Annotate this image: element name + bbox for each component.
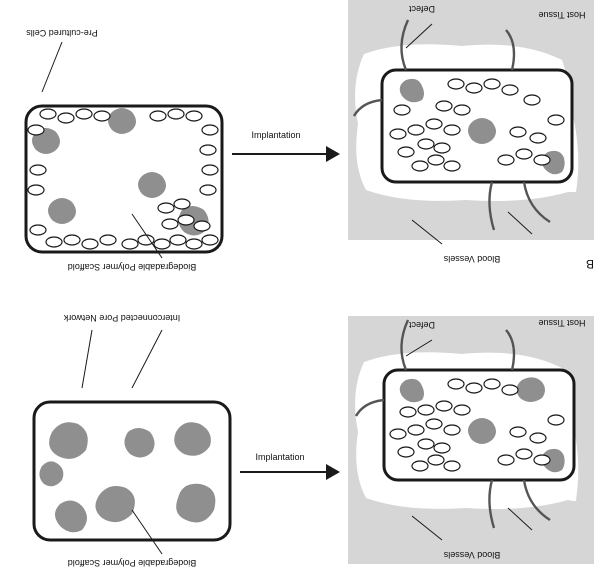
panel-a-host-label: Host Tissue (538, 318, 585, 328)
panel-b-cells (27, 108, 219, 250)
panel-b-scaffold-leader (131, 213, 163, 259)
panel-b-scaffold (24, 104, 224, 254)
panel-a-implant (348, 316, 594, 564)
panel-a-pore-leader-1 (131, 329, 163, 389)
panel-a-pore-label: Interconnected Pore Network (63, 313, 180, 323)
panel-a-vessels-label: Blood Vessels (443, 550, 500, 560)
panel-a-scaffold (32, 400, 232, 542)
panel-a-vessels-leader-1 (411, 515, 443, 541)
panel-b: B (24, 0, 594, 271)
panel-a-defect-label: Defect (408, 320, 435, 330)
panel-b-vessels-leader-1 (411, 219, 443, 245)
panel-b-blood-vessels (352, 19, 551, 231)
panel-b-implant (348, 0, 594, 240)
panel-b-defect-leader (405, 23, 433, 49)
panel-a-vessels-leader-2 (507, 507, 533, 531)
panel-b-scaffold-label: Biodegradable Polymer Scaffold (68, 262, 196, 272)
panel-b-defect-label: Defect (408, 4, 435, 14)
panel-a-blood-vessels (354, 319, 551, 529)
panel-a-scaffold-label: Biodegradable Polymer Scaffold (68, 558, 196, 568)
panel-a-scaffold-leader (131, 509, 163, 555)
panel-a-arrow: Implantation (240, 452, 340, 480)
panel-b-cells-leader (41, 41, 63, 93)
panel-b-vessels-label: Blood Vessels (443, 254, 500, 264)
panel-a-pores (39, 422, 216, 533)
panel-a: A Implantation (32, 316, 594, 564)
panel-b-cells-label: Pre-cultured Cells (26, 28, 98, 38)
labels: Biodegradable Polymer Scaffold Interconn… (26, 4, 586, 568)
panel-a-pore-leader-2 (81, 329, 93, 389)
panel-b-arrow: Implantation (232, 130, 340, 162)
panel-b-label: B (586, 257, 594, 271)
panel-a-defect-leader (405, 339, 433, 357)
panel-a-arrow-label: Implantation (255, 452, 304, 462)
panel-b-vessels-leader-2 (507, 211, 533, 235)
panel-b-arrow-label: Implantation (251, 130, 300, 140)
panel-b-host-label: Host Tissue (538, 10, 585, 20)
